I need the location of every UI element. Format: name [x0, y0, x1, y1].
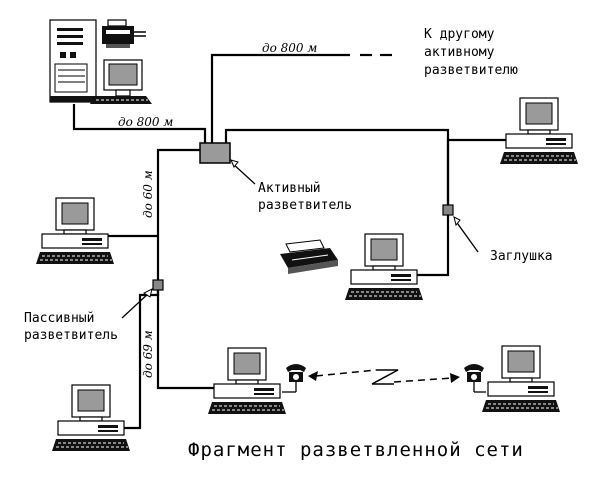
- cable-server-to-hub: [72, 104, 207, 143]
- workstation-icon: [481, 345, 561, 413]
- terminator-label: Заглушка: [490, 249, 553, 264]
- distance-label-mid: до 800 м: [118, 115, 173, 129]
- diagram-title: Фрагмент разветвленной сети: [188, 439, 524, 461]
- cable-backbone: [156, 148, 226, 390]
- remote-hub-label-line3: разветвителю: [424, 63, 518, 78]
- workstation-icon: [51, 384, 131, 452]
- remote-hub-label-line1: К другому: [424, 27, 495, 42]
- active-hub-icon: [199, 142, 231, 164]
- distance-label-69: до 69 м: [141, 330, 155, 378]
- workstation-icon: [35, 197, 115, 265]
- passive-hub-pointer: [121, 291, 151, 319]
- printer-icon: [102, 19, 146, 48]
- active-hub-label-line2: разветвитель: [258, 198, 352, 213]
- terminator-pointer: [454, 219, 479, 253]
- active-hub-label-line1: Активный: [258, 181, 321, 196]
- passive-hub-icon: [152, 279, 164, 291]
- telephone-icon: [464, 364, 484, 382]
- printer-icon: [280, 239, 338, 274]
- server-tower-icon: [49, 19, 97, 103]
- modem-link: [308, 369, 460, 385]
- active-hub-pointer: [231, 162, 256, 185]
- cable-hub-to-remote: [210, 53, 350, 143]
- workstation-icon: [344, 233, 424, 301]
- passive-hub-label-line1: Пассивный: [24, 311, 94, 326]
- distance-label-top: до 800 м: [262, 41, 317, 55]
- server-monitor-icon: [90, 59, 152, 104]
- cable-to-ws-mid: [410, 215, 450, 277]
- distance-label-60: до 60 м: [141, 170, 155, 218]
- passive-hub-label-line2: разветвитель: [24, 328, 118, 343]
- workstation-icon: [207, 347, 287, 415]
- cable-to-ws-left-bottom: [120, 285, 160, 430]
- terminator-icon: [442, 204, 454, 216]
- telephone-icon: [286, 364, 306, 382]
- cable-to-ws-right: [446, 138, 510, 205]
- remote-hub-label-line2: активному: [424, 45, 495, 60]
- workstation-icon: [499, 97, 579, 165]
